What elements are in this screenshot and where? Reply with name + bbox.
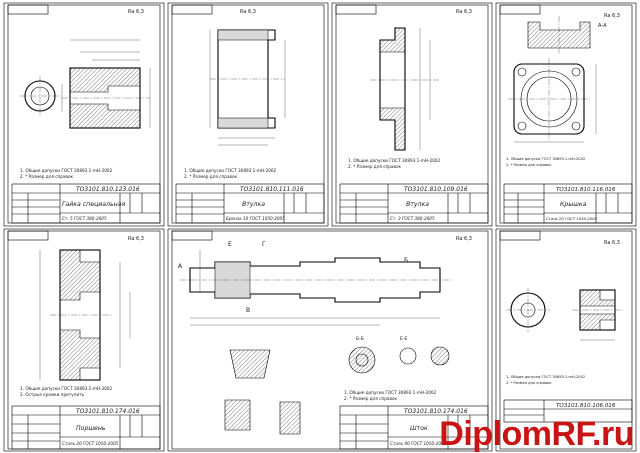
piston-lower-wall xyxy=(59,329,101,381)
bushing-2-wall-upper xyxy=(379,27,406,53)
nut-end-view-outer xyxy=(24,80,56,112)
detail-b xyxy=(224,399,251,431)
flange-section-upper xyxy=(579,289,616,307)
sheet-frame xyxy=(167,2,329,227)
watermark: DiplomRF.ru xyxy=(439,417,634,451)
drawing-material: Сталь 20 ГОСТ 1050-2005 xyxy=(546,216,598,221)
bushing-wall-upper xyxy=(217,29,269,41)
drawing-material: Ст. 3 ГОСТ 380-2005 xyxy=(390,216,435,221)
drawing-title: Втулка xyxy=(242,201,265,208)
view-letter-a: А xyxy=(178,263,183,270)
drawing-code: ТО3101.810.109.016 xyxy=(404,186,468,193)
drawing-code: ТО3101.810.174.016 xyxy=(404,408,468,415)
drawing-title: Шток xyxy=(410,425,428,432)
note-general-1: 1. Общие допуски ГОСТ 30893.1-mH-2002 xyxy=(348,158,441,163)
title-block: ТО3101.810.116.016 Крышка Сталь 20 ГОСТ … xyxy=(503,183,633,224)
section-e xyxy=(399,347,417,365)
title-block: ТО3101.810.109.016 Втулка Ст. 3 ГОСТ 380… xyxy=(339,183,489,224)
drawing-title: Крышка xyxy=(560,201,587,208)
title-block: ТО3101.810.174.016 Поршень Сталь 20 ГОСТ… xyxy=(11,405,161,450)
roughness-stamp: Ra 6,3 xyxy=(128,9,144,15)
sheet-frame xyxy=(3,228,165,452)
sheet-inner-frame xyxy=(171,230,489,450)
drawing-code: ТО3101.810.111.016 xyxy=(240,186,304,193)
corner-stamp xyxy=(499,230,541,241)
bushing-wall-lower xyxy=(217,117,269,129)
corner-stamp xyxy=(7,4,49,15)
drawing-material: Ст. 5 ГОСТ 380-2005 xyxy=(62,216,107,221)
drawing-material: Сталь 20 ГОСТ 1050-2005 xyxy=(62,441,119,446)
drawing-title: Поршень xyxy=(76,425,106,432)
note-general-1: 1. Общие допуски ГОСТ 30893.1-mH-2002 xyxy=(506,157,585,161)
sheet-frame xyxy=(3,2,165,227)
note-chamfer: 2. Острые кромки притупить xyxy=(20,392,85,397)
nut-body-lower xyxy=(69,103,141,129)
note-general-2: 2. * Размер для справок xyxy=(344,396,398,401)
note-general-2: 2. * Размер для справок xyxy=(348,164,402,169)
sheet-rod: Ra 6,3 А Е Г Б В Б-Б Е-Е 1. Общие допуск… xyxy=(167,228,493,452)
sheet-nut: Ra 6,3 1. Общие допуски ГОСТ 30893.1-mH-… xyxy=(3,2,165,227)
roughness-stamp: Ra 6,3 xyxy=(456,236,472,242)
title-block: ТО3101.810.106.016 xyxy=(503,399,633,423)
roughness-stamp: Ra 6,3 xyxy=(128,236,144,242)
corner-stamp xyxy=(171,4,213,15)
section-b xyxy=(348,346,376,374)
sheet-frame xyxy=(331,2,493,227)
note-general-2: 2. * Размер для справок xyxy=(184,174,238,179)
drawing-code: ТО3101.810.106.016 xyxy=(556,403,616,409)
note-general-1: 1. Общие допуски ГОСТ 30893.1-mH-2002 xyxy=(344,390,437,395)
nut-body-upper xyxy=(69,67,141,93)
note-general-1: 1. Общие допуски ГОСТ 30893.1-mH-2002 xyxy=(20,168,113,173)
corner-stamp xyxy=(7,230,49,241)
note-general-1: 1. Общие допуски ГОСТ 30893.1-mH-2002 xyxy=(20,386,113,391)
view-letter-v: В xyxy=(246,307,250,314)
sheet-frame xyxy=(495,2,637,227)
title-block: ТО3101.810.174.016 Шток Сталь 40 ГОСТ 10… xyxy=(339,405,489,450)
sheet-bushing-1: Ra 6,3 1. Общие допуски ГОСТ 30893.1-mH-… xyxy=(167,2,329,227)
drawing-material: Бронза 10 ГОСТ 1050-2005 xyxy=(226,216,285,221)
piston-upper-wall xyxy=(59,249,101,301)
detail-a xyxy=(229,349,271,379)
sheet-frame xyxy=(495,228,637,452)
corner-stamp xyxy=(335,4,377,15)
view-letter-b: Б xyxy=(404,257,408,264)
sheet-frame xyxy=(167,228,493,452)
bushing-2-wall-lower xyxy=(379,107,406,151)
sheet-piston: Ra 6,3 1. Общие допуски ГОСТ 30893.1-mH-… xyxy=(3,228,165,452)
sheet-inner-frame xyxy=(499,230,633,450)
corner-stamp xyxy=(171,230,213,241)
sheet-bushing-2: Ra 6,3 1. Общие допуски ГОСТ 30893.1-mH-… xyxy=(331,2,493,227)
note-general-2: 2. * Размер для справок xyxy=(20,174,74,179)
title-block: ТО3101.810.111.016 Втулка Бронза 10 ГОСТ… xyxy=(175,183,325,224)
roughness-stamp: Ra 6,3 xyxy=(604,13,620,19)
watermark-text: DiplomRF.ru xyxy=(439,415,634,453)
note-general-1: 1. Общие допуски ГОСТ 30893.1-mH-2002 xyxy=(184,168,277,173)
section-label-b: Б-Б xyxy=(356,336,364,342)
section-label-a: А-А xyxy=(598,23,607,29)
drawing-code: ТО3101.810.174.016 xyxy=(76,408,140,415)
view-letter-e: Е xyxy=(228,241,232,248)
note-general-2: 2. * Размер для справок xyxy=(506,381,552,385)
sheet-cover: Ra 6,3 А-А 1. Общие допуски ГОСТ 30893.1… xyxy=(495,2,637,227)
section-g xyxy=(430,346,450,366)
view-letter-g: Г xyxy=(262,241,266,248)
drawing-title: Втулка xyxy=(406,201,429,208)
drawing-code: ТО3101.810.123.016 xyxy=(76,186,140,193)
drawing-code: ТО3101.810.116.016 xyxy=(556,187,616,193)
title-block: ТО3101.810.123.016 Гайка специальная Ст.… xyxy=(11,183,161,224)
section-label-e: Е-Е xyxy=(400,336,408,342)
roughness-stamp: Ra 6,3 xyxy=(604,240,620,246)
flange-section-lower xyxy=(579,313,616,331)
roughness-stamp: Ra 6,3 xyxy=(240,9,256,15)
sheet-flange: Ra 6,3 1. Общие допуски ГОСТ 30893.1-mH-… xyxy=(495,228,637,452)
corner-stamp xyxy=(499,4,541,15)
drawing-material: Сталь 40 ГОСТ 1050-2005 xyxy=(390,441,447,446)
note-general-2: 2. * Размер для справок xyxy=(506,163,552,167)
detail-c xyxy=(279,401,301,435)
drawing-title: Гайка специальная xyxy=(62,201,125,208)
roughness-stamp: Ra 6,3 xyxy=(456,9,472,15)
note-general-1: 1. Общие допуски ГОСТ 30893.1-mH-2002 xyxy=(506,375,585,379)
